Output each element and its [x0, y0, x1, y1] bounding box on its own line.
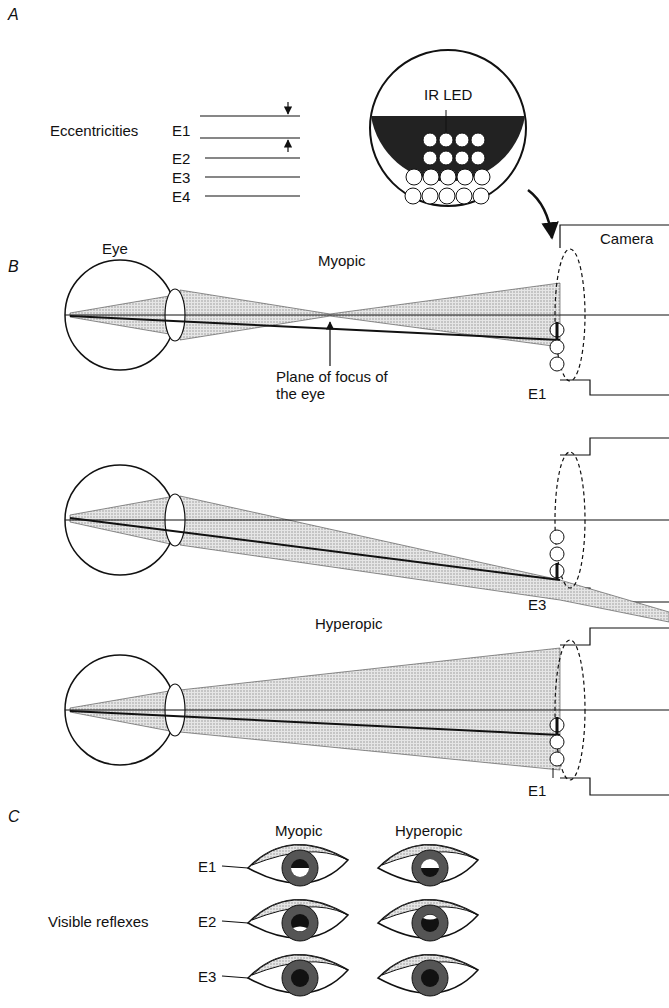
- condition-label: Myopic: [318, 252, 366, 269]
- led-label: IR LED: [422, 86, 474, 103]
- panel-letter: B: [8, 258, 19, 275]
- eccentricity-label: E4: [172, 188, 190, 205]
- eccentricity-label: E1: [528, 385, 546, 402]
- eccentricity-label: E1: [172, 122, 190, 139]
- eccentricity-label: E2: [198, 913, 216, 930]
- eccentricity-label: E1: [528, 782, 546, 799]
- axis-title: Eccentricities: [50, 122, 138, 139]
- column-heading: Myopic: [275, 822, 323, 839]
- eccentricity-label: E3: [198, 968, 216, 985]
- condition-label: Hyperopic: [315, 615, 383, 632]
- eccentricity-label: E1: [198, 858, 216, 875]
- column-heading: Hyperopic: [395, 822, 463, 839]
- eye-label: Eye: [102, 240, 128, 257]
- camera-label: Camera: [598, 230, 655, 247]
- focus-plane-label: Plane of focus of the eye: [276, 368, 394, 402]
- eccentricity-label: E2: [172, 150, 190, 167]
- eccentricity-label: E3: [172, 169, 190, 186]
- eccentricity-label: E3: [528, 596, 546, 613]
- row-title: Visible reflexes: [48, 913, 149, 930]
- panel-letter: A: [8, 6, 19, 23]
- panel-letter: C: [8, 808, 20, 825]
